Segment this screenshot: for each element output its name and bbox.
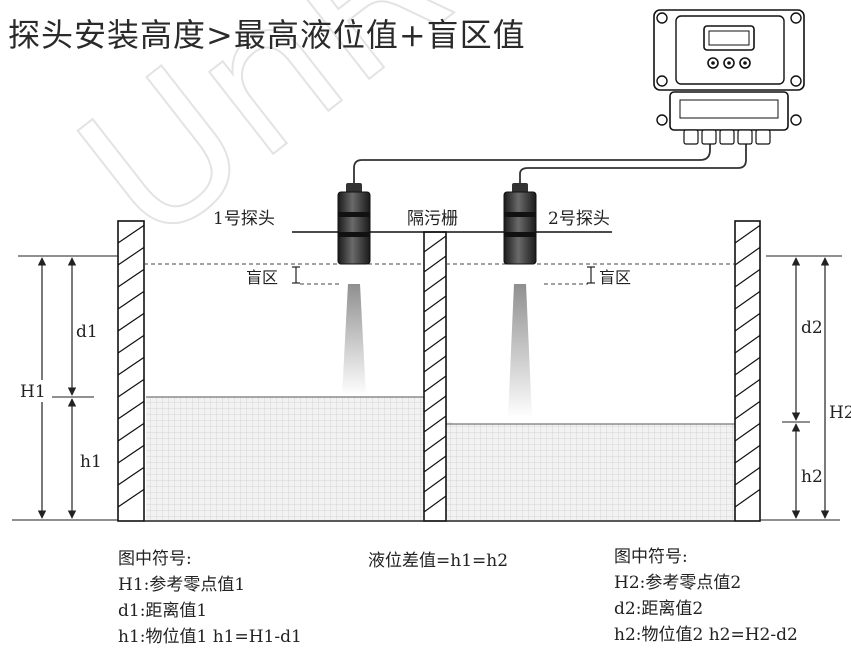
wall-hatch-line xyxy=(734,334,761,354)
label-H1: H1 xyxy=(20,382,46,402)
sound-beam-2 xyxy=(508,284,532,418)
wall-hatch-line xyxy=(117,400,145,420)
wall-hatch-line xyxy=(117,422,145,442)
blind-zone-bracket-2 xyxy=(587,266,595,284)
page-title: 探头安装高度>最高液位值+盲区值 xyxy=(8,16,526,54)
cable-2 xyxy=(519,138,747,184)
wall-hatch-line xyxy=(423,395,447,413)
wall-hatch-line xyxy=(423,275,447,293)
wall-hatch-line xyxy=(734,444,761,464)
sound-beam-1 xyxy=(342,284,366,396)
wall-hatch-line xyxy=(423,335,447,353)
legend-right: 图中符号: H2:参考零点值2 d2:距离值2 h2:物位值2 h2=H2-d2 xyxy=(614,544,798,648)
label-H2: H2 xyxy=(829,403,851,423)
wall-hatch-line xyxy=(423,455,447,473)
wall-hatch-line xyxy=(423,235,447,253)
legend-left-line: H1:参考零点值1 xyxy=(118,575,246,595)
wall-hatch-line xyxy=(734,246,761,266)
legend-right-heading: 图中符号: xyxy=(614,547,688,567)
probe-2 xyxy=(503,183,537,265)
legend-middle-line: 液位差值=h1=h2 xyxy=(368,551,509,571)
wall-hatch-line xyxy=(734,466,761,486)
legend-right-line: h2:物位值2 h2=H2-d2 xyxy=(614,625,798,645)
wall-hatch-line xyxy=(117,246,145,266)
wall-hatch-line xyxy=(117,356,145,376)
legend-middle: 液位差值=h1=h2 xyxy=(368,548,508,574)
wall-hatch-line xyxy=(117,444,145,464)
wall-hatch-line xyxy=(734,400,761,420)
legend-left-line: d1:距离值1 xyxy=(118,601,208,621)
wall-hatch-line xyxy=(117,312,145,332)
liquid-left xyxy=(146,397,424,520)
wall-hatch-line xyxy=(423,435,447,453)
wall-hatch-line xyxy=(734,488,761,508)
wall-hatch-line xyxy=(423,375,447,393)
legend-right-line: d2:距离值2 xyxy=(614,599,704,619)
label-blind-zone-1: 盲区 xyxy=(246,268,278,287)
probe-1 xyxy=(337,183,371,265)
label-d2: d2 xyxy=(801,318,823,338)
wall-hatch-line xyxy=(423,495,447,513)
wall-hatch-line xyxy=(423,315,447,333)
label-h1: h1 xyxy=(80,452,102,472)
label-probe-1: 1号探头 xyxy=(213,209,275,229)
controller-box xyxy=(653,9,805,145)
legend-left-line: h1:物位值1 h1=H1-d1 xyxy=(118,627,302,647)
wall-hatch-line xyxy=(423,415,447,433)
label-d1: d1 xyxy=(76,322,98,342)
legend-left: 图中符号: H1:参考零点值1 d1:距离值1 h1:物位值1 h1=H1-d1 xyxy=(118,546,302,650)
wall-hatch-line xyxy=(117,334,145,354)
wall-hatch-line xyxy=(117,224,145,244)
wall-hatch-line xyxy=(423,255,447,273)
blind-zone-bracket-1 xyxy=(292,266,300,284)
wall-hatch-line xyxy=(423,295,447,313)
liquid-right xyxy=(446,419,735,520)
wall-hatch-line xyxy=(423,475,447,493)
legend-left-heading: 图中符号: xyxy=(118,549,192,569)
legend-right-line: H2:参考零点值2 xyxy=(614,573,742,593)
wall-hatch-line xyxy=(423,355,447,373)
wall-hatch-line xyxy=(117,290,145,310)
label-blind-zone-2: 盲区 xyxy=(599,268,631,287)
wall-right xyxy=(734,220,761,522)
wall-hatch-line xyxy=(734,312,761,332)
wall-hatch-line xyxy=(734,290,761,310)
wall-hatch-line xyxy=(734,356,761,376)
label-grille: 隔污栅 xyxy=(407,209,458,229)
cable-1 xyxy=(353,138,711,184)
wall-hatch-line xyxy=(117,378,145,398)
wall-hatch-line xyxy=(117,466,145,486)
wall-hatch-line xyxy=(117,488,145,508)
label-h2: h2 xyxy=(801,467,823,487)
wall-left xyxy=(117,220,145,522)
wall-hatch-line xyxy=(734,378,761,398)
label-probe-2: 2号探头 xyxy=(548,209,610,229)
wall-hatch-line xyxy=(734,224,761,244)
wall-hatch-line xyxy=(734,268,761,288)
wall-hatch-line xyxy=(734,422,761,442)
wall-hatch-line xyxy=(117,268,145,288)
wall-middle xyxy=(423,231,447,522)
